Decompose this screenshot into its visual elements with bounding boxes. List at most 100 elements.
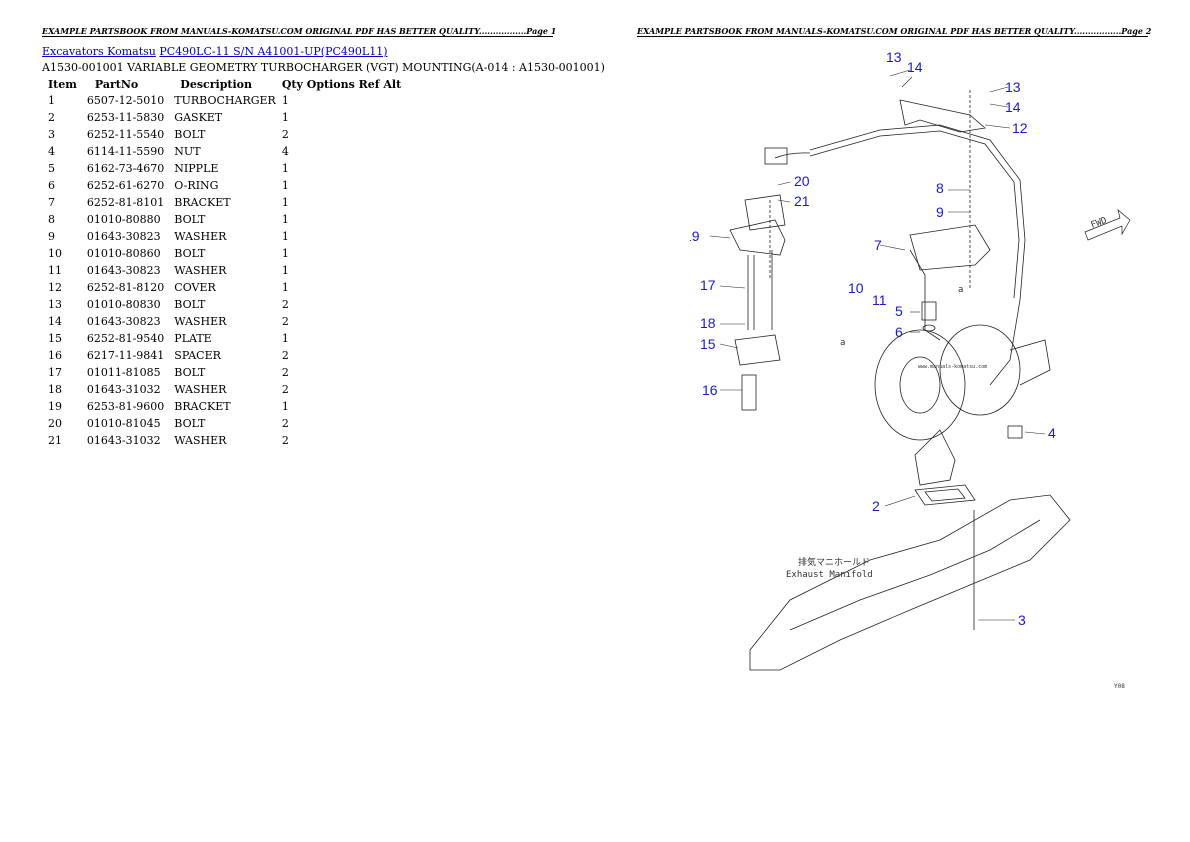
- cell-item: 13: [48, 298, 62, 311]
- cell-description: BOLT: [174, 247, 206, 260]
- cell-qty: 2: [281, 128, 289, 141]
- col-description: Description: [180, 77, 252, 91]
- cell-description: O-RING: [174, 179, 219, 192]
- cell-qty: 1: [281, 247, 289, 260]
- cell-partno: 6114-11-5590: [86, 145, 165, 158]
- cell-qty: 1: [281, 230, 289, 243]
- cell-partno: 6253-81-9600: [86, 400, 165, 413]
- cell-partno: 6252-81-9540: [86, 332, 165, 345]
- bracket-7: [909, 224, 991, 271]
- cell-item: 12: [48, 281, 62, 294]
- parts-table-header: Item PartNo Description Qty Options Ref …: [42, 76, 405, 92]
- cell-qty: 2: [281, 434, 289, 447]
- cell-item: 18: [48, 383, 62, 396]
- cell-partno: 01010-81045: [86, 417, 161, 430]
- cell-qty: 2: [281, 315, 289, 328]
- marker-a-1: a: [958, 285, 963, 295]
- cell-description: BRACKET: [174, 400, 231, 413]
- oil-pipe-2: [809, 130, 1020, 299]
- cell-partno: 6507-12-5010: [86, 94, 165, 107]
- callout-4: 4: [1048, 425, 1056, 441]
- nut-4: [1007, 425, 1023, 439]
- breadcrumb: Excavators Komatsu PC490LC-11 S/N A41001…: [42, 45, 388, 58]
- col-ref: Ref: [358, 77, 380, 91]
- cell-partno: 01010-80880: [86, 213, 161, 226]
- cell-partno: 6252-81-8120: [86, 281, 165, 294]
- exploded-parts-diagram: 13 14 13 14 12 20 21 8 9 19 7 17 10 11 5…: [690, 49, 1131, 690]
- cell-qty: 1: [281, 332, 289, 345]
- exhaust-manifold-label-jp: 排気マニホールド: [798, 556, 870, 568]
- cell-description: BOLT: [174, 417, 206, 430]
- cell-description: GASKET: [174, 111, 223, 124]
- oil-pipe: [809, 124, 1026, 386]
- cell-description: BOLT: [174, 213, 206, 226]
- parts-table: Item PartNo Description Qty Options Ref …: [42, 76, 405, 449]
- cell-description: SPACER: [174, 349, 221, 362]
- cell-qty: 2: [281, 366, 289, 379]
- callout-6: 6: [895, 324, 903, 340]
- cell-partno: 01643-30823: [86, 315, 161, 328]
- cell-description: NUT: [174, 145, 201, 158]
- plate-15: [734, 334, 781, 366]
- fwd-arrow: [1084, 209, 1131, 241]
- cell-partno: 6252-11-5540: [86, 128, 165, 141]
- cell-item: 10: [48, 247, 62, 260]
- col-qty-options-ref-alt: Qty Options Ref Alt: [280, 76, 405, 92]
- gasket-2: [914, 484, 976, 506]
- callout-16: 16: [702, 382, 718, 398]
- callout-10: 10: [848, 280, 864, 296]
- table-row: 2 6253-11-5830 GASKET 1: [42, 109, 405, 126]
- cell-description: NIPPLE: [174, 162, 219, 175]
- cell-item: 7: [48, 196, 55, 209]
- cell-description: WASHER: [174, 315, 227, 328]
- section-title: A1530-001001 VARIABLE GEOMETRY TURBOCHAR…: [42, 61, 605, 74]
- callout-14b: 14: [1005, 99, 1021, 115]
- callout-19: 19: [690, 228, 700, 244]
- cell-qty: 1: [281, 111, 289, 124]
- nipple-5: [921, 301, 937, 321]
- bracket-19: [729, 219, 786, 256]
- cell-partno: 01643-30823: [86, 264, 161, 277]
- cell-item: 2: [48, 111, 55, 124]
- diagram-code: Y08: [1114, 683, 1125, 690]
- breadcrumb-model-link[interactable]: PC490LC-11 S/N A41001-UP(PC490L11): [159, 45, 388, 58]
- breadcrumb-category-link[interactable]: Excavators Komatsu: [42, 45, 156, 58]
- turbine-housing: [874, 329, 966, 441]
- cell-partno: 01010-80830: [86, 298, 161, 311]
- cell-description: WASHER: [174, 264, 227, 277]
- cell-item: 19: [48, 400, 62, 413]
- exhaust-manifold-label-en: Exhaust Manifold: [786, 570, 873, 580]
- callout-20: 20: [794, 173, 810, 189]
- cell-partno: 6253-11-5830: [86, 111, 165, 124]
- cell-qty: 1: [281, 179, 289, 192]
- cell-partno: 6252-81-8101: [86, 196, 165, 209]
- cell-item: 21: [48, 434, 62, 447]
- callout-8: 8: [936, 180, 944, 196]
- cell-description: TURBOCHARGER: [174, 94, 276, 107]
- callout-14a: 14: [907, 59, 923, 75]
- cell-partno: 01643-31032: [86, 383, 161, 396]
- cell-partno: 6252-61-6270: [86, 179, 165, 192]
- spacer-16: [741, 374, 757, 411]
- cell-item: 3: [48, 128, 55, 141]
- cell-qty: 1: [281, 196, 289, 209]
- hose-fitting: [764, 147, 788, 165]
- cell-description: BOLT: [174, 298, 206, 311]
- callout-15: 15: [700, 336, 716, 352]
- callout-13b: 13: [1005, 79, 1021, 95]
- cell-partno: 01011-81085: [86, 366, 161, 379]
- cell-partno: 01643-31032: [86, 434, 161, 447]
- callout-3: 3: [1018, 612, 1026, 628]
- cell-description: COVER: [174, 281, 216, 294]
- o-ring-6: [922, 324, 936, 332]
- cell-qty: 1: [281, 213, 289, 226]
